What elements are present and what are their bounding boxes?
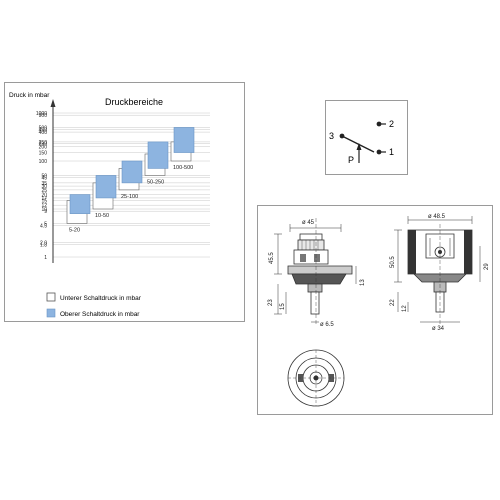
y-tick-label: 12 bbox=[41, 203, 47, 209]
y-tick-label: 230 bbox=[39, 142, 48, 148]
y-tick-label: 1000 bbox=[36, 111, 47, 117]
dim-23: 23 bbox=[268, 299, 274, 306]
y-tick-label: 5 bbox=[44, 221, 47, 227]
y-tick-label: 2.0 bbox=[40, 241, 47, 247]
legend-label-upper: Oberer Schaltdruck in mbar bbox=[60, 311, 140, 318]
bar-upper-100-500 bbox=[173, 127, 195, 153]
dim-12: 12 bbox=[402, 305, 408, 312]
y-tick-label: 10 bbox=[41, 207, 47, 213]
dim-13: 13 bbox=[360, 279, 366, 286]
category-label: 25-100 bbox=[121, 194, 138, 200]
y-tick-label: 15 bbox=[41, 199, 47, 205]
y-tick-label: 35 bbox=[41, 181, 47, 187]
y-tick-label: 4.5 bbox=[40, 224, 47, 230]
switch-contact-arm bbox=[341, 135, 375, 153]
legend-swatch-lower bbox=[46, 292, 56, 302]
y-tick-label: 17 bbox=[41, 196, 47, 202]
chart-bars: 5-20 10-50 25-100 50-250 100-500 bbox=[66, 127, 195, 233]
y-axis-arrow bbox=[50, 99, 56, 107]
category-label: 100-500 bbox=[173, 165, 193, 171]
dim-29: 29 bbox=[484, 263, 490, 270]
y-tick-label: 150 bbox=[39, 151, 48, 157]
switch-schematic: 3 2 1 P bbox=[325, 100, 408, 175]
y-tick-label: 1 bbox=[44, 255, 47, 261]
y-tick-label: 200 bbox=[39, 145, 48, 151]
y-tick-label: 45 bbox=[41, 176, 47, 182]
bar-upper-10-50 bbox=[95, 175, 117, 199]
drawing-svg: ø 45 45.5 23 15 13 bbox=[268, 214, 490, 407]
terminal-2-label: 2 bbox=[389, 119, 394, 129]
dim-width-left: ø 45 bbox=[302, 220, 315, 226]
y-tick-label: 25 bbox=[41, 188, 47, 194]
y-tick-label: 100 bbox=[39, 159, 48, 165]
dim-height-right: 50.5 bbox=[390, 256, 396, 268]
bar-upper-50-250 bbox=[147, 141, 169, 169]
category-label: 5-20 bbox=[69, 227, 80, 233]
y-tick-label: 900 bbox=[39, 113, 48, 119]
y-tick-label: 500 bbox=[39, 125, 48, 131]
technical-drawing: ø 45 45.5 23 15 13 bbox=[257, 205, 493, 415]
y-tick-label: 1.8 bbox=[40, 243, 47, 249]
right-side-view: ø 48.5 50.5 29 22 12 ø 34 bbox=[390, 214, 490, 332]
pressure-symbol: P bbox=[348, 155, 354, 165]
dim-height-left: 45.5 bbox=[269, 252, 275, 264]
y-tick-label: 20 bbox=[41, 193, 47, 199]
switch-svg: 3 2 1 P bbox=[329, 119, 394, 165]
dim-22: 22 bbox=[390, 299, 396, 306]
terminal-1-label: 1 bbox=[389, 147, 394, 157]
dim-15: 15 bbox=[280, 303, 286, 310]
legend-label-lower: Unterer Schaltdruck in mbar bbox=[60, 295, 142, 302]
bar-upper-25-100 bbox=[121, 160, 143, 184]
y-tick-label: 50 bbox=[41, 173, 47, 179]
chart-title: Druckbereiche bbox=[105, 97, 163, 107]
y-tick-label: 400 bbox=[39, 130, 48, 136]
y-tick-label: 450 bbox=[39, 128, 48, 134]
dim-shaft: ø 6.5 bbox=[320, 322, 334, 328]
terminal-3-label: 3 bbox=[329, 131, 334, 141]
legend-swatch-upper bbox=[46, 308, 56, 318]
chart-svg: Druck in mbar Druckbereiche 1 1.82.0 4.55 9… bbox=[9, 92, 210, 318]
category-label: 50-250 bbox=[147, 179, 164, 185]
y-tick-label: 250 bbox=[39, 140, 48, 146]
y-tick-label: 9 bbox=[44, 209, 47, 215]
left-side-view: ø 45 45.5 23 15 13 bbox=[268, 218, 366, 328]
chart-ylabel: Druck in mbar bbox=[9, 92, 50, 99]
category-label: 10-50 bbox=[95, 213, 109, 219]
y-tick-label: 30 bbox=[41, 184, 47, 190]
dim-base: ø 34 bbox=[432, 326, 445, 332]
dim-width-right: ø 48.5 bbox=[428, 214, 446, 220]
bar-upper-5-20 bbox=[69, 194, 91, 214]
pressure-arrow-head bbox=[356, 143, 362, 150]
top-view bbox=[287, 349, 345, 407]
